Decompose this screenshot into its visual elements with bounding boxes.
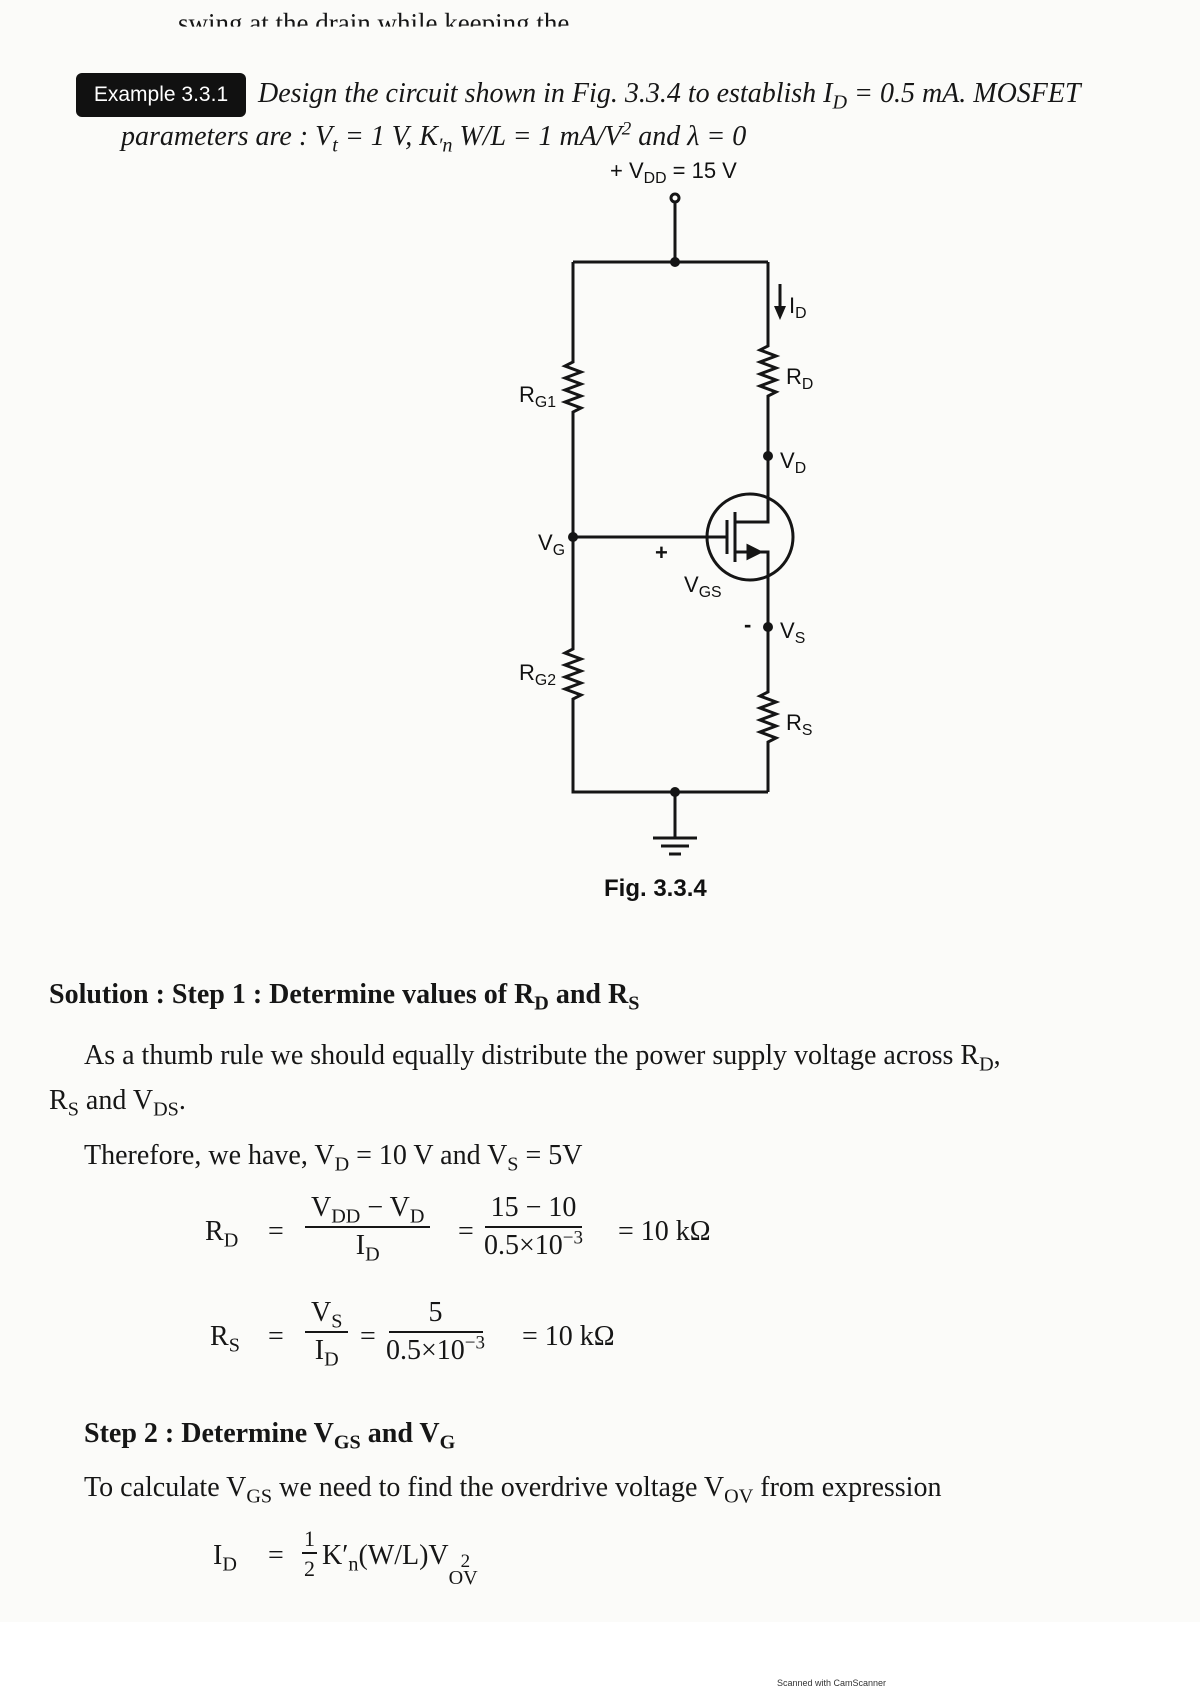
vdd-node (670, 257, 680, 267)
example-line-1: Design the circuit shown in Fig. 3.3.4 t… (258, 78, 1081, 114)
figure-caption: Fig. 3.3.4 (604, 875, 707, 902)
therefore-line: Therefore, we have, VD = 10 V and VS = 5… (84, 1140, 583, 1176)
rd-label: RD (786, 364, 814, 394)
vs-node (763, 622, 773, 632)
step1-heading: Solution : Step 1 : Determine values of … (49, 979, 640, 1015)
paragraph-overdrive: To calculate VGS we need to find the ove… (84, 1472, 942, 1508)
rg1-label: RG1 (519, 382, 557, 412)
rd-fraction-1: VDD − VD ID (305, 1192, 431, 1265)
example-badge: Example 3.3.1 (76, 73, 246, 117)
equals-sign: = (458, 1216, 474, 1247)
id-label: ID (789, 293, 807, 323)
minus-sign: - (744, 612, 752, 637)
vdd-terminal (669, 192, 681, 204)
vd-node (763, 451, 773, 461)
id-lhs: ID (213, 1540, 237, 1576)
rd-fraction-2: 15 − 10 0.5×10−3 (484, 1192, 584, 1261)
vgs-label: VGS (684, 572, 722, 602)
paragraph-thumb-rule-cont: RS and VDS. (49, 1085, 186, 1121)
cut-off-top-line: swing at the drain while keeping the ... (178, 8, 597, 38)
scanned-page (0, 0, 1200, 1622)
rs-lhs: RS (210, 1321, 240, 1357)
rs-result: = 10 kΩ (522, 1321, 615, 1352)
equals-sign: = (268, 1216, 284, 1247)
mosfet-gate (573, 512, 737, 562)
rs-fraction-2: 5 0.5×10−3 (386, 1297, 486, 1366)
equals-sign: = (268, 1540, 284, 1571)
footer-watermark: Scanned with CamScanner (777, 1678, 887, 1688)
plus-sign: + (655, 540, 668, 565)
rg2-label: RG2 (519, 660, 557, 690)
equals-sign: = (360, 1321, 376, 1352)
source-branch-rs (735, 550, 781, 792)
vg-label: VG (538, 530, 565, 560)
top-rail (573, 202, 768, 264)
rs-fraction-1: VS ID (305, 1297, 349, 1370)
vd-label: VD (780, 448, 807, 478)
example-line-2: parameters are : Vt = 1 V, K′n W/L = 1 m… (121, 118, 747, 157)
paragraph-thumb-rule: As a thumb rule we should equally distri… (84, 1040, 1001, 1076)
rd-result: = 10 kΩ (618, 1216, 711, 1247)
vs-label: VS (780, 618, 806, 648)
drain-branch-rd (735, 262, 781, 524)
rd-lhs: RD (205, 1216, 239, 1252)
equals-sign: = (268, 1321, 284, 1352)
ground-node (670, 787, 680, 797)
rs-label: RS (786, 710, 813, 740)
half-fraction: 1 2 (302, 1526, 317, 1581)
id-rhs: K′n(W/L)V2OV (322, 1540, 478, 1588)
ground-icon (653, 792, 697, 856)
vg-node (568, 532, 578, 542)
mosfet-symbol (705, 492, 795, 582)
left-branch-rg1-rg2 (560, 262, 768, 794)
vdd-label: + VDD = 15 V (610, 158, 737, 188)
step2-heading: Step 2 : Determine VGS and VG (84, 1418, 456, 1454)
source-arrow-icon (746, 543, 764, 561)
